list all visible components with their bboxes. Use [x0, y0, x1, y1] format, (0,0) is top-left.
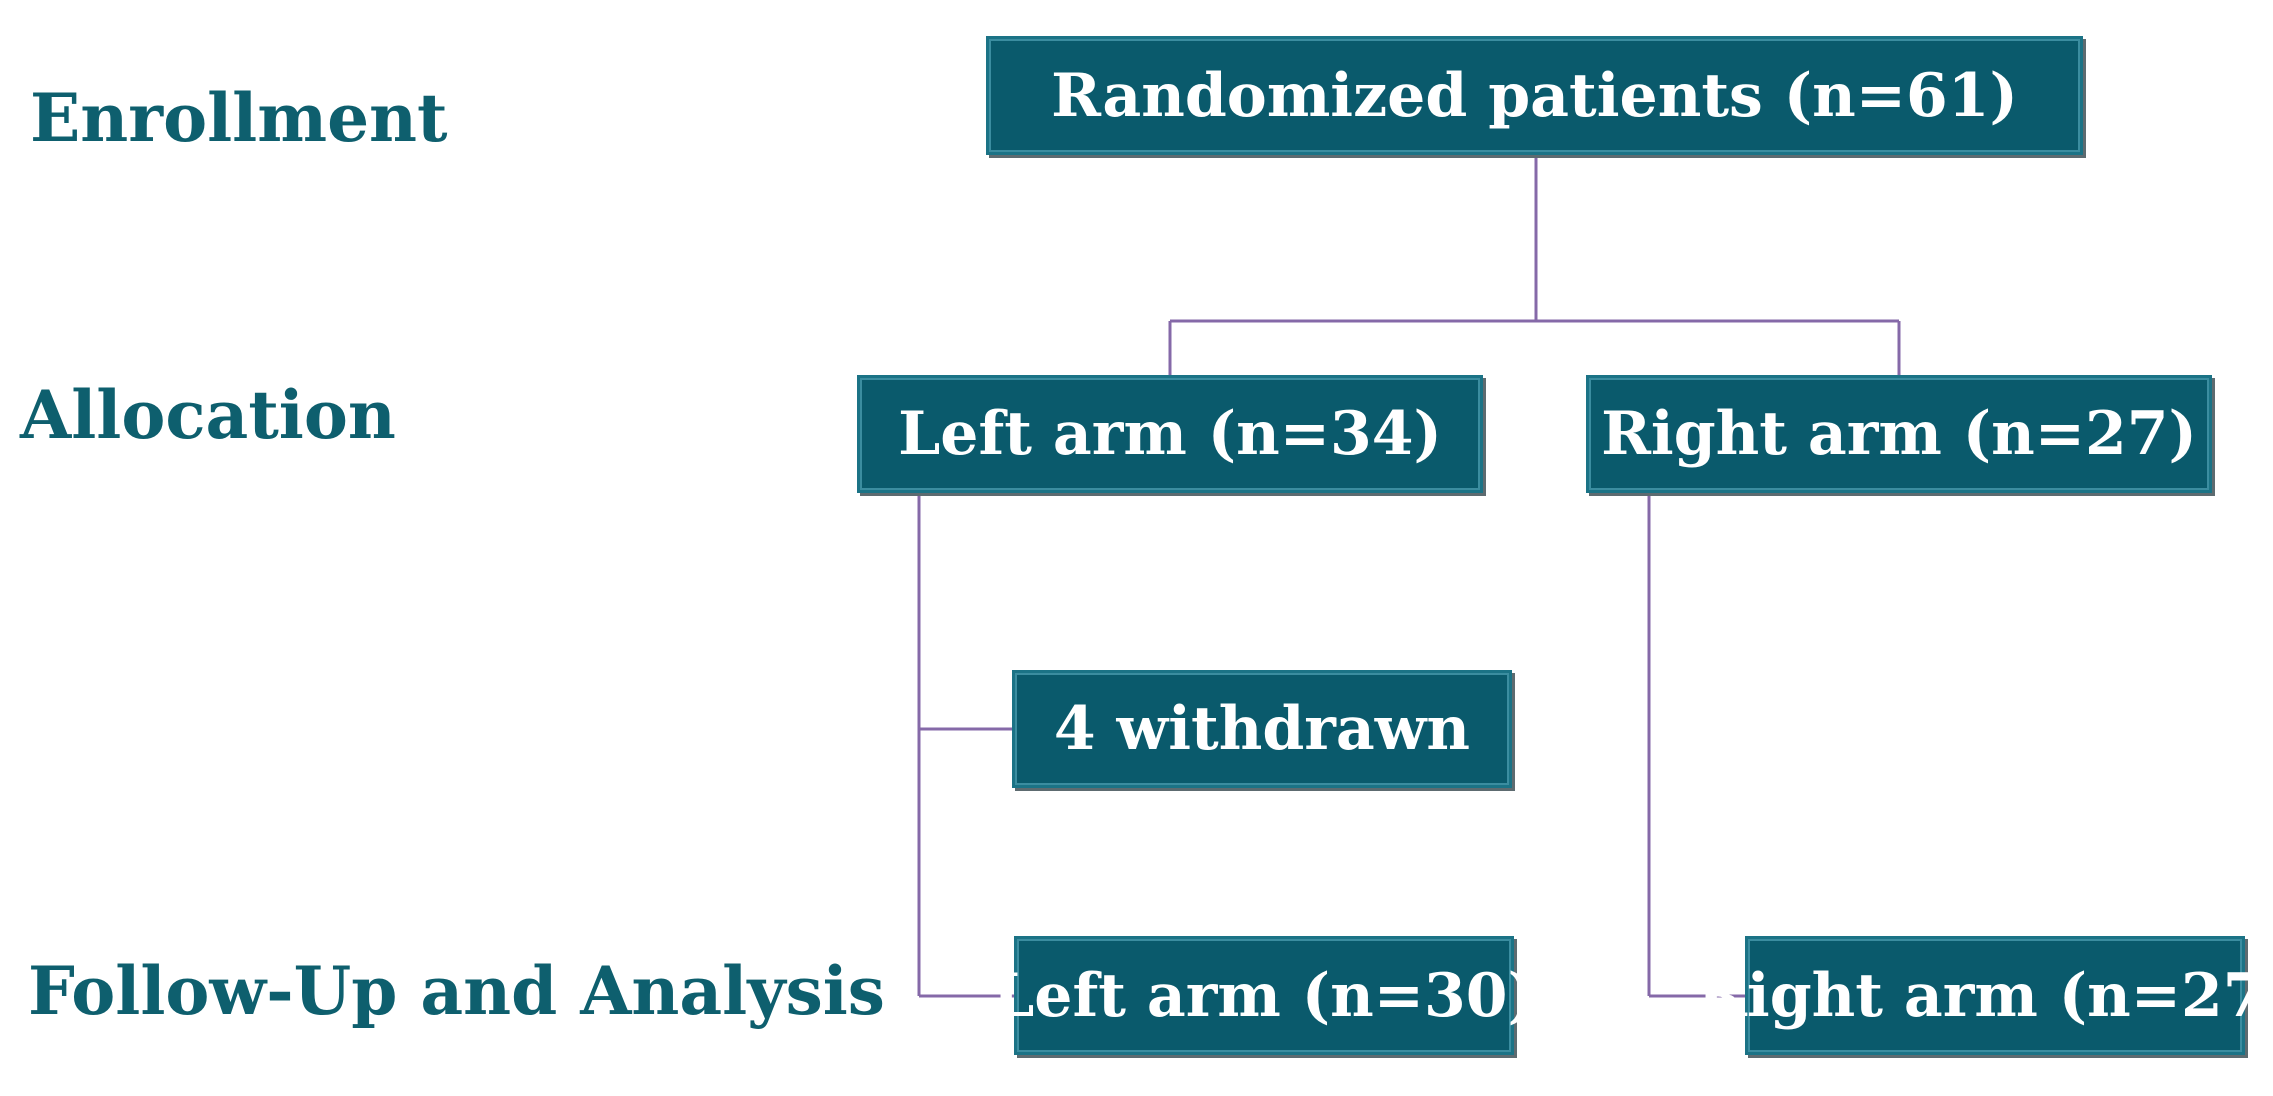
withdrawn-label: 4 withdrawn [1053, 694, 1471, 764]
stage-label-enrollment: Enrollment [30, 79, 448, 157]
withdrawn-box: 4 withdrawn [1012, 670, 1512, 788]
right-arm-label: Right arm (n=27) [1601, 399, 2197, 469]
left-arm-label: Left arm (n=34) [898, 399, 1442, 469]
randomized-patients-label: Randomized patients (n=61) [1051, 60, 2018, 131]
stage-label-allocation: Allocation [20, 376, 396, 454]
left-arm-final-box: Left arm (n=30) [992, 936, 1536, 1055]
randomized-patients-box: Randomized patients (n=61) [986, 36, 2083, 155]
right-arm-box: Right arm (n=27) [1586, 375, 2212, 493]
right-arm-final-label: Right arm (n=27) [1697, 960, 2273, 1031]
right-arm-final-box: Right arm (n=27) [1697, 936, 2273, 1055]
left-arm-box: Left arm (n=34) [857, 375, 1483, 493]
stage-label-followup: Follow-Up and Analysis [28, 952, 885, 1030]
left-arm-final-label: Left arm (n=30) [992, 960, 1536, 1031]
